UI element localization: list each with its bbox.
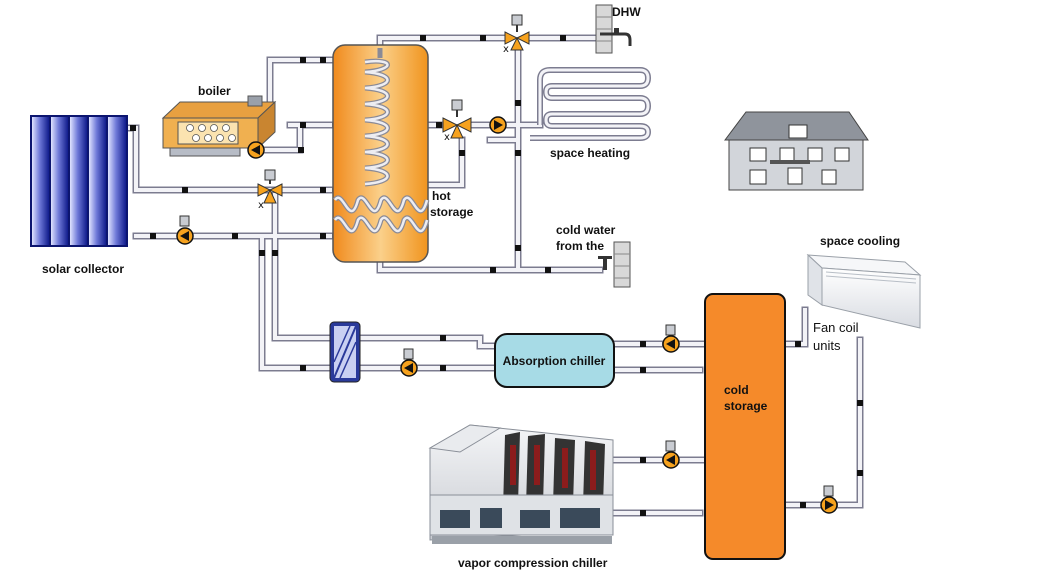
pump-icon: [247, 141, 265, 159]
pump-icon: [176, 215, 194, 245]
three-way-valve-icon: x: [503, 14, 530, 55]
valve-handle-icon: [598, 256, 612, 270]
fan-coil-label-line2: units: [813, 338, 841, 353]
boiler-icon: [161, 95, 277, 157]
pump-icon: [489, 116, 507, 134]
cold-water-label-line1: cold water: [556, 223, 616, 237]
cold-water-label-line2: from the: [556, 239, 604, 253]
three-way-valve-dhw: x: [503, 14, 530, 55]
pump-icon: [662, 324, 680, 353]
fan-coil-unit-icon: [806, 253, 922, 329]
pump-heating: [489, 116, 507, 134]
svg-text:x: x: [503, 44, 509, 55]
svg-text:x: x: [258, 200, 264, 211]
heat-exchanger-icon: [329, 321, 361, 383]
three-way-valve-solar: x: [257, 169, 283, 211]
solar-panel-icon: [30, 115, 128, 247]
space-cooling: space cooling Fan coil units: [806, 234, 922, 353]
house-icon: [724, 111, 869, 191]
svg-text:x: x: [444, 132, 450, 143]
pump-solar: [176, 215, 194, 245]
solar-collector-label: solar collector: [42, 262, 124, 276]
pump-vapor: [662, 440, 680, 469]
fan-coil-label-line1: Fan coil: [813, 320, 859, 335]
pump-hex: [400, 348, 418, 377]
hot-storage-label-line2: storage: [430, 205, 474, 219]
pump-icon: [662, 440, 680, 469]
space-cooling-label: space cooling: [820, 234, 900, 248]
pump-icon: [820, 485, 838, 514]
cold-water-inlet: cold water from the: [556, 223, 631, 288]
dhw-outlet: DHW: [595, 4, 641, 54]
three-way-valve-heating: x: [442, 99, 472, 143]
absorption-chiller-label: Absorption chiller: [503, 354, 606, 368]
cold-storage-tank: cold storage: [704, 293, 786, 560]
vapor-compression-chiller-label: vapor compression chiller: [458, 556, 608, 570]
pump-boiler: [247, 141, 265, 159]
tap-icon: [600, 28, 632, 46]
dhw-label: DHW: [612, 5, 641, 19]
boiler-label: boiler: [198, 84, 231, 98]
pump-fcu: [820, 485, 838, 514]
absorption-chiller: Absorption chiller: [494, 333, 615, 388]
boiler: boiler: [161, 84, 277, 157]
hot-storage-label-line1: hot: [432, 189, 451, 203]
heating-coil-icon: [332, 48, 430, 234]
pipe-network: [124, 34, 864, 517]
space-heating: space heating: [530, 67, 652, 160]
cold-storage-label-line1: cold: [724, 383, 749, 397]
pump-absorption: [662, 324, 680, 353]
pump-icon: [400, 348, 418, 377]
vapor-compression-chiller: vapor compression chiller: [428, 424, 614, 570]
three-way-valve-icon: x: [257, 169, 283, 211]
cold-storage-label-line2: storage: [724, 399, 768, 413]
space-heating-label: space heating: [550, 146, 630, 160]
solar-collector: solar collector: [30, 115, 128, 276]
vapor-compression-chiller-image: [428, 424, 614, 544]
radiator-coil-icon: [530, 67, 652, 141]
hot-storage-tank: hot storage: [332, 44, 474, 263]
three-way-valve-icon: x: [442, 99, 472, 143]
